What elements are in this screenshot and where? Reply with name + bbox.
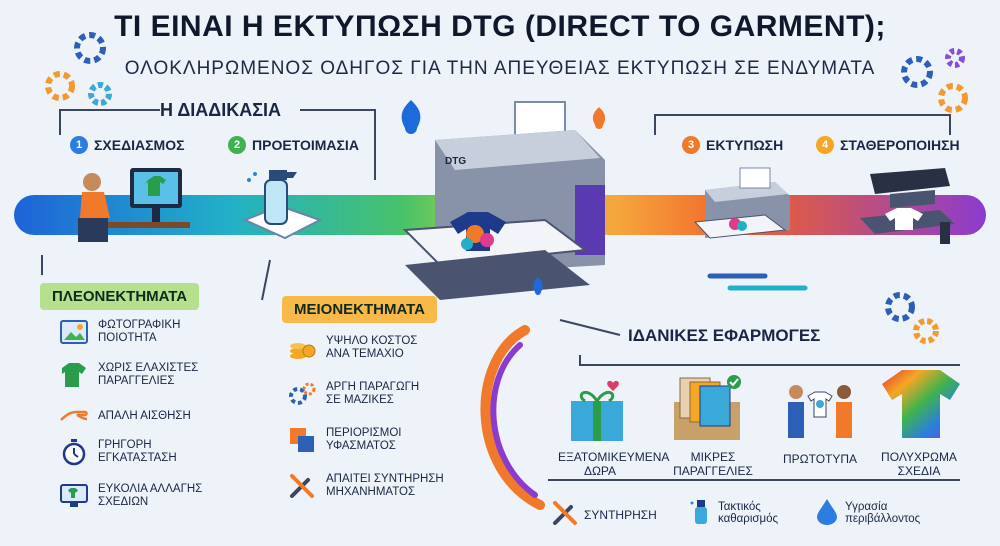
gift-icon [571,380,623,441]
progress-dots-decoration [707,273,808,291]
advantage-item-3: ΑΠΑΛΗ ΑΙΣΘΗΣΗ [60,402,191,430]
cleaning-spray-icon [690,497,712,528]
gears-decoration-mid-icon [885,292,939,344]
disadvantage-line2: ΣΕ ΜΑΖΙΚΕΣ [326,394,394,406]
footer-cleaning-line1: Τακτικός [718,500,761,513]
advantage-line1: ΧΩΡΙΣ ΕΛΑΧΙΣΤΕΣ [98,362,199,374]
advantages-title: ΠΛΕΟΝΕΚΤΗΜΑΤΑ [40,283,200,310]
advantage-line1: ΦΩΤΟΓΡΑΦΙΚΗ [98,319,181,331]
step-number-2: 2 [228,136,246,154]
page-subtitle: ΟΛΟΚΛΗΡΩΜΕΝΟΣ ΟΔΗΓΟΣ ΓΙΑ ΤΗΝ ΑΠΕΥΘΕΙΑΣ Ε… [124,58,876,79]
application-line1: ΠΟΛΥΧΡΩΜΑ [881,450,957,464]
heat-press-icon [860,168,955,244]
application-line2: ΣΧΕΔΙΑ [897,464,941,478]
wrench-screwdriver-icon [552,500,578,529]
spray-bottle-icon [242,170,323,240]
process-title: Η ΔΙΑΔΙΚΑΣΙΑ [160,100,282,120]
application-item-4: ΠΟΛΥΧΡΩΜΑ ΣΧΕΔΙΑ [864,450,974,478]
disadvantage-line2: ΜΗΧΑΝΗΜΑΤΟΣ [326,486,416,498]
application-line1: ΠΡΩΤΟΤΥΠΑ [782,452,858,466]
box-icon [674,375,741,440]
gears-decoration-left-icon [45,32,112,106]
step-number-3: 3 [682,136,700,154]
advantage-line2: ΣΧΕΔΙΩΝ [98,496,149,508]
dtg-printer-icon [401,100,606,300]
step-number-1: 1 [70,136,88,154]
gears-icon [288,380,316,408]
gears-decoration-right-icon [901,48,968,113]
step-number-4: 4 [816,136,834,154]
advantage-line2: ΠΑΡΑΓΓΕΛΙΕΣ [98,375,175,387]
step-label-4: ΣΤΑΘΕΡΟΠΟΙΗΣΗ [840,137,960,153]
designer-desk-icon [78,168,190,242]
disadvantage-line2: ΑΝΑ ΤΕΜΑΧΙΟ [326,348,404,360]
disadvantage-line1: ΑΠΑΙΤΕΙ ΣΥΝΤΗΡΗΣΗ [326,473,444,485]
applications-title: ΙΔΑΝΙΚΕΣ ΕΦΑΡΜΟΓΕΣ [628,326,821,345]
footer-maintenance: ΣΥΝΤΗΡΗΣΗ [552,500,657,529]
tshirt-icon [60,361,88,389]
fabric-icon [288,426,316,454]
printer-small-icon [693,167,790,239]
application-line2: ΠΑΡΑΓΓΕΛΙΕΣ [673,464,753,478]
advantage-line1: ΓΡΗΓΟΡΗ [98,439,152,451]
advantage-line2: ΠΟΙΟΤΗΤΑ [98,332,157,344]
water-drop-icon [815,497,839,528]
prototype-icon [788,385,852,438]
stopwatch-icon [60,438,88,466]
footer-humidity-line1: Υγρασία [845,500,888,513]
page-title: ΤΙ ΕΙΝΑΙ Η ΕΚΤΥΠΩΣΗ DTG (DIRECT TO GARME… [114,10,886,43]
disadvantage-line2: ΥΦΑΣΜΑΤΟΣ [326,440,396,452]
photo-icon [60,318,88,346]
coins-icon [288,334,316,362]
application-item-1: ΕΞΑΤΟΜΙΚΕΥΜΕΝΑ ΔΩΡΑ [558,450,670,478]
process-step-3: 3 ΕΚΤΥΠΩΣΗ [682,136,783,154]
step-label-1: ΣΧΕΔΙΑΣΜΟΣ [94,137,185,153]
process-step-4: 4 ΣΤΑΘΕΡΟΠΟΙΗΣΗ [816,136,960,154]
application-item-2: ΜΙΚΡΕΣ ΠΑΡΑΓΓΕΛΙΕΣ [668,450,758,478]
advantage-line1: ΕΥΚΟΛΙΑ ΑΛΛΑΓΗΣ [98,483,203,495]
disadvantages-title: ΜΕΙΟΝΕΚΤΗΜΑΤΑ [282,296,437,323]
tools-icon [288,472,316,500]
footer-maintenance-label: ΣΥΝΤΗΡΗΣΗ [584,507,657,522]
process-step-2: 2 ΠΡΟΕΤΟΙΜΑΣΙΑ [228,136,359,154]
application-line2: ΔΩΡΑ [583,464,617,478]
hand-icon [60,402,88,430]
advantage-line2: ΕΓΚΑΤΑΣΤΑΣΗ [98,452,177,464]
application-line1: ΜΙΚΡΕΣ [690,450,736,464]
footer-cleaning-line2: καθαρισμός [718,512,779,525]
process-step-1: 1 ΣΧΕΔΙΑΣΜΟΣ [70,136,185,154]
step-label-3: ΕΚΤΥΠΩΣΗ [706,137,784,153]
disadvantage-line1: ΠΕΡΙΟΡΙΣΜΟΙ [326,427,402,439]
application-item-3: ΠΡΩΤΟΤΥΠΑ [770,452,870,466]
footer-humidity-line2: περιβάλλοντος [845,512,921,525]
advantage-line1: ΑΠΑΛΗ ΑΙΣΘΗΣΗ [98,409,191,422]
application-line1: ΕΞΑΤΟΜΙΚΕΥΜΕΝΑ [558,450,670,464]
printer-brand-label: DTG [445,156,467,167]
step-label-2: ΠΡΟΕΤΟΙΜΑΣΙΑ [252,137,359,153]
disadvantage-line1: ΑΡΓΗ ΠΑΡΑΓΩΓΗ [326,381,420,393]
monitor-icon [60,482,88,510]
disadvantage-line1: ΥΨΗΛΟ ΚΟΣΤΟΣ [326,335,418,347]
rainbow-shirt-icon [882,370,960,438]
